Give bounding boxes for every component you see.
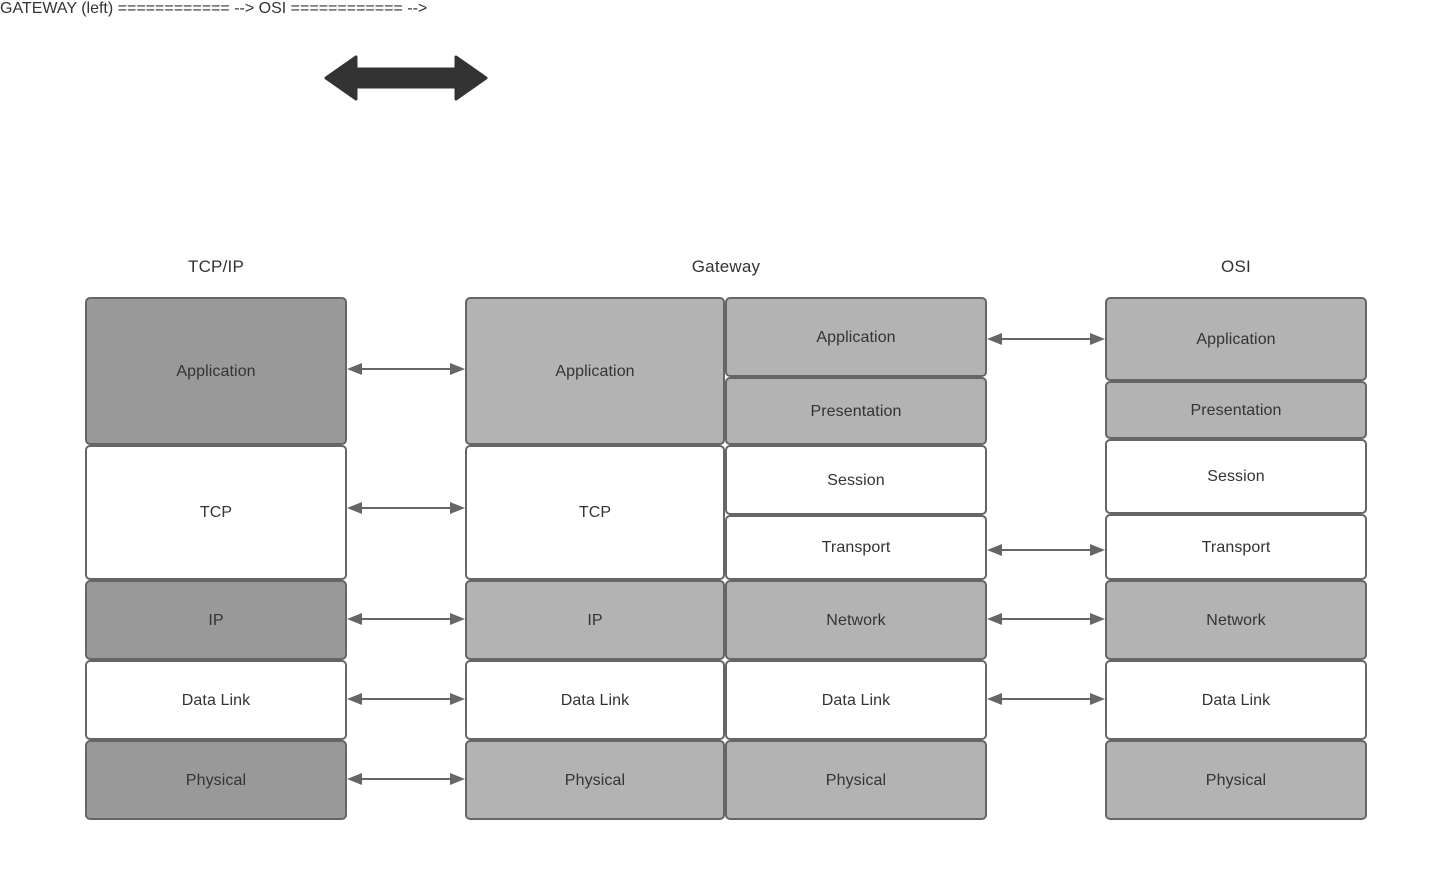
- osi-layer-transport[interactable]: Transport: [1105, 514, 1367, 580]
- column-title-gateway: Gateway: [691, 257, 761, 276]
- gateway-right-layer-presentation[interactable]: Presentation: [725, 377, 987, 445]
- column-title-osi: OSI: [1221, 257, 1251, 276]
- tcpip-layer-ip[interactable]: IP: [85, 580, 347, 660]
- gateway-left-layer-tcp[interactable]: TCP: [465, 445, 725, 580]
- connector-tcpip-gateway-tcp: [347, 499, 465, 517]
- gateway-right-layer-transport[interactable]: Transport: [725, 515, 987, 580]
- gateway-right-layer-data-link[interactable]: Data Link: [725, 660, 987, 740]
- gateway-left-layer-data-link[interactable]: Data Link: [465, 660, 725, 740]
- connector-tcpip-gateway-application: [347, 360, 465, 378]
- bidirectional-arrow-icon: [322, 52, 490, 104]
- connector-gateway-osi-transport: [987, 541, 1105, 559]
- connector-tcpip-gateway-ip: [347, 610, 465, 628]
- gateway-left-layer-application[interactable]: Application: [465, 297, 725, 445]
- connector-gateway-osi-application: [987, 330, 1105, 348]
- osi-layer-network[interactable]: Network: [1105, 580, 1367, 660]
- tcpip-layer-physical[interactable]: Physical: [85, 740, 347, 820]
- gateway-right-layer-network[interactable]: Network: [725, 580, 987, 660]
- gateway-right-layer-application[interactable]: Application: [725, 297, 987, 377]
- gateway-right-layer-physical[interactable]: Physical: [725, 740, 987, 820]
- gateway-left-layer-ip[interactable]: IP: [465, 580, 725, 660]
- osi-layer-physical[interactable]: Physical: [1105, 740, 1367, 820]
- tcpip-layer-tcp[interactable]: TCP: [85, 445, 347, 580]
- connector-gateway-osi-network: [987, 610, 1105, 628]
- connector-tcpip-gateway-physical: [347, 770, 465, 788]
- tcpip-layer-data-link[interactable]: Data Link: [85, 660, 347, 740]
- column-title-tcpip: TCP/IP: [188, 257, 244, 276]
- connector-gateway-osi-data-link: [987, 690, 1105, 708]
- osi-layer-session[interactable]: Session: [1105, 439, 1367, 514]
- tcpip-layer-application[interactable]: Application: [85, 297, 347, 445]
- connector-tcpip-gateway-data-link: [347, 690, 465, 708]
- osi-layer-application[interactable]: Application: [1105, 297, 1367, 381]
- osi-layer-presentation[interactable]: Presentation: [1105, 381, 1367, 439]
- gateway-right-layer-session[interactable]: Session: [725, 445, 987, 515]
- gateway-left-layer-physical[interactable]: Physical: [465, 740, 725, 820]
- osi-layer-data-link[interactable]: Data Link: [1105, 660, 1367, 740]
